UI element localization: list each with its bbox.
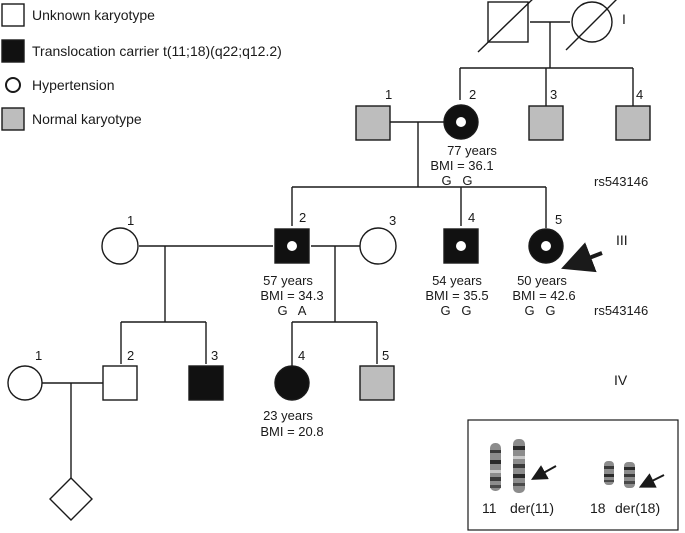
iii-5-annotation: 50 years BMI = 42.6 G G [512,273,575,318]
individual-ii-3 [528,105,564,141]
hypertension-marker [456,241,466,251]
iii-2-age: 57 years [263,273,313,288]
chromosome-der11-image [513,439,525,493]
snp-label-iii: rs543146 [594,303,648,318]
individual-iii-5 [528,228,564,264]
iii-4-bmi: BMI = 35.5 [425,288,488,303]
inset-label-der11: der(11) [510,500,554,516]
individual-iii-1 [101,227,139,265]
legend-carrier-symbol [1,39,25,63]
iii-5-bmi: BMI = 42.6 [512,288,575,303]
chromosome-18-image [604,461,614,485]
iii-5-age: 50 years [517,273,567,288]
iii-number-2: 2 [299,210,306,225]
inset-label-11: 11 [482,500,497,516]
individual-i-2 [565,0,617,51]
ii-number-4: 4 [636,87,643,102]
iv-4-annotation: 23 years BMI = 20.8 [260,408,323,439]
iii-4-genotype: G G [440,303,471,318]
generation-label-iv: IV [614,372,628,388]
inset-label-18: 18 [590,500,606,516]
legend-hypertension-label: Hypertension [32,77,115,93]
der11-arrow [531,465,557,480]
legend-hypertension-symbol [5,77,21,93]
pedigree-lines [41,21,634,478]
iii-4-age: 54 years [432,273,482,288]
chromosome-11-image [490,443,501,491]
iii-2-bmi: BMI = 34.3 [260,288,323,303]
ii-2-genotype: G G [441,173,472,188]
proband-arrow [561,242,603,273]
iv-4-age: 23 years [263,408,313,423]
legend-unknown-symbol [1,3,25,27]
individual-iv-2 [102,365,138,401]
iii-2-genotype: G A [278,303,307,318]
snp-label-ii: rs543146 [594,174,648,189]
individual-ii-4 [615,105,651,141]
individual-ii-2 [443,104,479,140]
iii-number-1: 1 [127,213,134,228]
legend-normal-symbol [1,107,25,131]
hypertension-marker [456,117,466,127]
iv-number-5: 5 [382,348,389,363]
deceased-mark [477,0,533,53]
iii-number-4: 4 [468,210,475,225]
iii-number-5: 5 [555,212,562,227]
iv-number-3: 3 [211,348,218,363]
iv-number-2: 2 [127,348,134,363]
iv-number-4: 4 [298,348,305,363]
ii-number-2: 2 [469,87,476,102]
generation-label-i: I [622,11,626,27]
legend-carrier-label: Translocation carrier t(11;18)(q22;q12.2… [32,43,282,59]
legend-normal-label: Normal karyotype [32,111,142,127]
individual-ii-1 [355,105,391,141]
iv-4-bmi: BMI = 20.8 [260,424,323,439]
generation-label-iii: III [616,232,628,248]
ii-number-3: 3 [550,87,557,102]
hypertension-marker [287,241,297,251]
individual-iv-3 [188,365,224,401]
individual-iv-1 [7,365,43,401]
individual-iii-3 [359,227,397,265]
individual-iii-4 [443,228,479,264]
individual-iv-4 [274,365,310,401]
iii-2-annotation: 57 years BMI = 34.3 G A [260,273,323,318]
iii-5-genotype: G G [524,303,555,318]
iv-number-1: 1 [35,348,42,363]
iii-4-annotation: 54 years BMI = 35.5 G G [425,273,488,318]
individual-iv-5 [359,365,395,401]
ii-2-bmi: BMI = 36.1 [430,158,493,173]
iii-number-3: 3 [389,213,396,228]
individual-v-diamond [49,477,93,521]
deceased-mark [565,0,617,51]
individual-i-1 [477,0,533,53]
ii-number-1: 1 [385,87,392,102]
legend-unknown-label: Unknown karyotype [32,7,155,23]
ii-2-age: 77 years [447,143,497,158]
individual-iii-2 [274,228,310,264]
karyotype-inset: 11 der(11) 18 der(18) [467,419,679,531]
legend: Unknown karyotype Translocation carrier … [1,3,282,131]
ii-2-annotation: 77 years BMI = 36.1 G G [430,143,497,188]
der18-arrow [638,473,665,488]
chromosome-der18-image [624,462,635,488]
hypertension-marker [541,241,551,251]
inset-label-der18: der(18) [615,500,660,516]
